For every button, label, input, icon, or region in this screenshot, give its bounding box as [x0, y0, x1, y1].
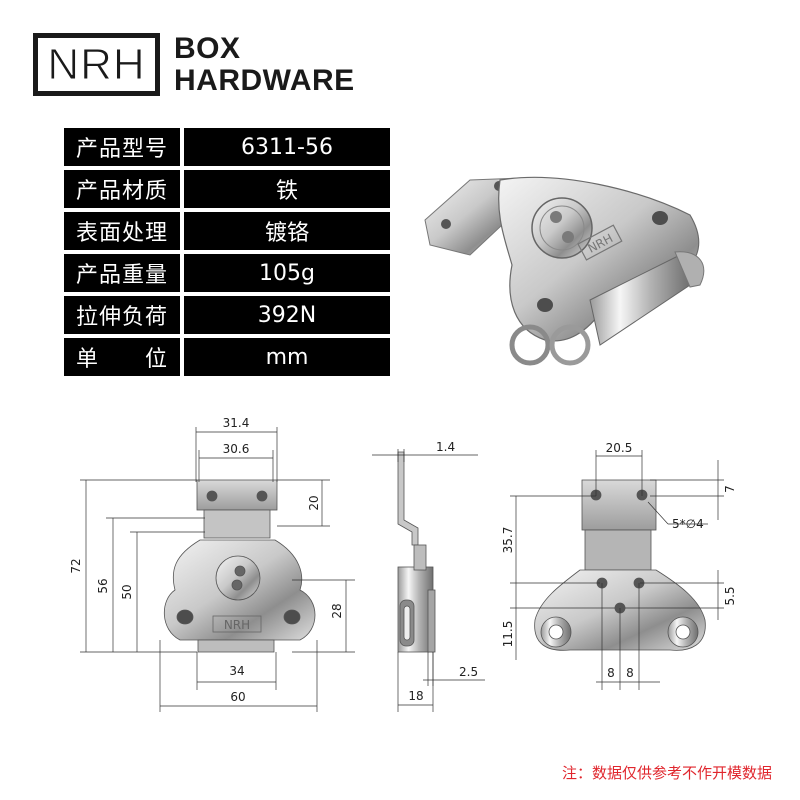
- spec-row-weight: 产品重量 105g: [64, 254, 390, 292]
- spec-row-model: 产品型号 6311-56: [64, 128, 390, 166]
- spec-row-material: 产品材质 铁: [64, 170, 390, 208]
- product-render: NRH: [424, 176, 705, 366]
- brand-logo-mark: NRH: [33, 33, 160, 96]
- dim-11-5: 11.5: [501, 621, 515, 648]
- dim-18: 18: [408, 689, 423, 703]
- dim-31-4: 31.4: [223, 416, 250, 430]
- spec-key: 单 位: [64, 338, 180, 376]
- spec-value: mm: [184, 338, 390, 376]
- front-view: NRH: [163, 479, 316, 653]
- dim-hole: 5*∅4: [672, 517, 704, 531]
- dim-72: 72: [69, 558, 83, 573]
- dim-8-right: 8: [626, 666, 634, 680]
- spec-value: 105g: [184, 254, 390, 292]
- disclaimer-note: 注：数据仅供参考不作开模数据: [561, 764, 772, 782]
- spec-key: 产品材质: [64, 170, 180, 208]
- spec-row-unit: 单 位 mm: [64, 338, 390, 376]
- dim-7: 7: [723, 485, 737, 493]
- spec-value: 6311-56: [184, 128, 390, 166]
- back-dimension-lines: [510, 450, 724, 690]
- dim-60: 60: [230, 690, 245, 704]
- plate-mark: NRH: [224, 618, 250, 632]
- dim-20: 20: [307, 495, 321, 510]
- spec-row-load: 拉伸负荷 392N: [64, 296, 390, 334]
- spec-key: 表面处理: [64, 212, 180, 250]
- dim-30-6: 30.6: [223, 442, 250, 456]
- spec-value: 铁: [184, 170, 390, 208]
- dim-50: 50: [120, 584, 134, 599]
- spec-table: 产品型号 6311-56 产品材质 铁 表面处理 镀铬 产品重量 105g 拉伸…: [60, 124, 394, 380]
- front-dimension-lines: [80, 427, 355, 712]
- side-view: [397, 451, 436, 653]
- brand-name: BOX HARDWARE: [174, 34, 355, 98]
- spec-key-part: 位: [144, 347, 168, 372]
- spec-value: 392N: [184, 296, 390, 334]
- brand-line-1: BOX: [174, 32, 241, 65]
- spec-key: 产品重量: [64, 254, 180, 292]
- dim-5-5: 5.5: [723, 586, 737, 605]
- brand-line-2: HARDWARE: [174, 64, 355, 97]
- dim-28: 28: [330, 603, 344, 618]
- spec-value: 镀铬: [184, 212, 390, 250]
- dim-1-4: 1.4: [436, 440, 455, 454]
- dim-34: 34: [229, 664, 244, 678]
- dim-35-7: 35.7: [501, 527, 515, 554]
- spec-key-part: 单: [76, 347, 100, 372]
- spec-row-finish: 表面处理 镀铬: [64, 212, 390, 250]
- side-dimension-lines: [372, 449, 485, 712]
- spec-key: 拉伸负荷: [64, 296, 180, 334]
- spec-key: 产品型号: [64, 128, 180, 166]
- logo-mark-text: NRH: [47, 39, 146, 89]
- dim-2-5: 2.5: [459, 665, 478, 679]
- dim-56: 56: [96, 578, 110, 593]
- dim-20-5: 20.5: [606, 441, 633, 455]
- dim-8-left: 8: [607, 666, 615, 680]
